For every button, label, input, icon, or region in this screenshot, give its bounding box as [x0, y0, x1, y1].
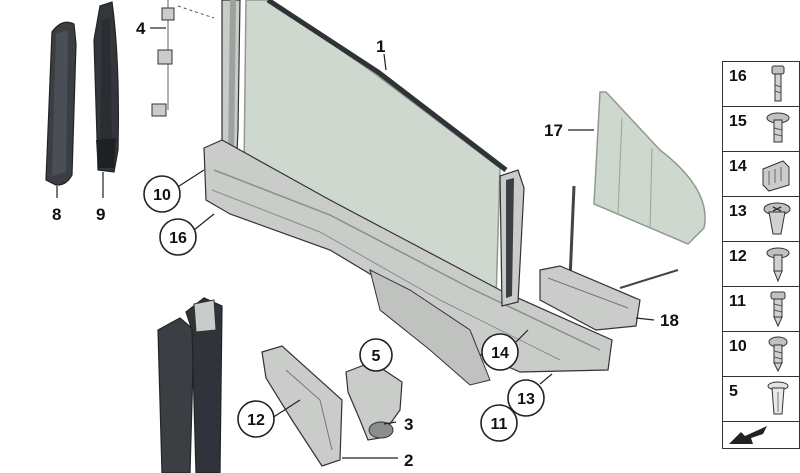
legend-number: 11 [729, 293, 746, 310]
fastener-legend: 16 15 14 13 12 [722, 61, 800, 449]
pillar-trim-9 [93, 1, 119, 173]
callout-17: 17 [544, 121, 563, 140]
callout-4: 4 [136, 19, 146, 38]
callout-3: 3 [404, 415, 413, 434]
leader-14 [515, 329, 529, 343]
legend-row-12: 12 [722, 241, 800, 286]
leader-12 [271, 399, 301, 419]
collar-screw-icon [766, 247, 790, 283]
legend-number: 14 [729, 158, 747, 175]
legend-number: 15 [729, 113, 747, 130]
pillar-trim-8 [45, 21, 77, 186]
legend-row-16: 16 [722, 61, 800, 106]
motor-3 [345, 361, 403, 441]
callout-16-label: 16 [169, 230, 187, 247]
callout-9: 9 [96, 205, 105, 224]
lower-pillar-trims [157, 297, 223, 473]
legend-number: 5 [729, 383, 738, 400]
legend-row-11: 11 [722, 286, 800, 331]
callout-16: 16 [159, 218, 197, 256]
legend-row-13: 13 [722, 196, 800, 241]
callout-18: 18 [660, 311, 679, 330]
quarter-glass-17 [593, 91, 706, 245]
callout-13-label: 13 [517, 391, 535, 408]
expanding-nut-icon [763, 202, 791, 235]
callout-11-label: 11 [491, 416, 508, 433]
callout-5-label: 5 [372, 348, 381, 365]
legend-number: 12 [729, 248, 747, 265]
legend-row-5: 5 [722, 376, 800, 421]
callout-12-label: 12 [247, 412, 265, 429]
leader-16 [193, 213, 215, 231]
clip-icon [762, 160, 790, 192]
legend-number: 10 [729, 338, 747, 355]
leader-1 [383, 53, 387, 71]
callout-13: 13 [507, 379, 545, 417]
leader-13 [539, 373, 553, 385]
leader-3 [383, 421, 397, 425]
callout-10: 10 [143, 175, 181, 213]
callout-1: 1 [376, 37, 385, 56]
guide-rail [499, 169, 525, 307]
callout-8: 8 [52, 205, 61, 224]
regulator-bracket-2 [261, 345, 343, 467]
self-tapping-screw-icon [770, 291, 786, 328]
callout-10-label: 10 [153, 187, 171, 204]
callout-5: 5 [359, 338, 393, 372]
leader-18 [635, 317, 655, 321]
tapping-screw-icon [768, 336, 788, 373]
legend-number: 16 [729, 68, 747, 85]
callout-11: 11 [480, 404, 518, 442]
legend-number: 13 [729, 203, 747, 220]
callout-12: 12 [237, 400, 275, 438]
plastic-rivet-icon [767, 381, 789, 415]
clip-chain-4 [151, 0, 215, 117]
legend-row-10: 10 [722, 331, 800, 376]
flange-screw-icon [766, 112, 790, 143]
catalog-arrow-icon [729, 426, 767, 444]
legend-row-14: 14 [722, 151, 800, 196]
callout-2: 2 [404, 451, 413, 470]
window-regulator-18 [539, 185, 679, 331]
legend-row-catalog-arrow [722, 421, 800, 449]
callout-14-label: 14 [491, 345, 509, 362]
bolt-icon [771, 65, 785, 102]
leader-10 [175, 169, 205, 189]
door-carrier-panel [203, 139, 613, 386]
legend-row-15: 15 [722, 106, 800, 151]
callout-14: 14 [481, 333, 519, 371]
